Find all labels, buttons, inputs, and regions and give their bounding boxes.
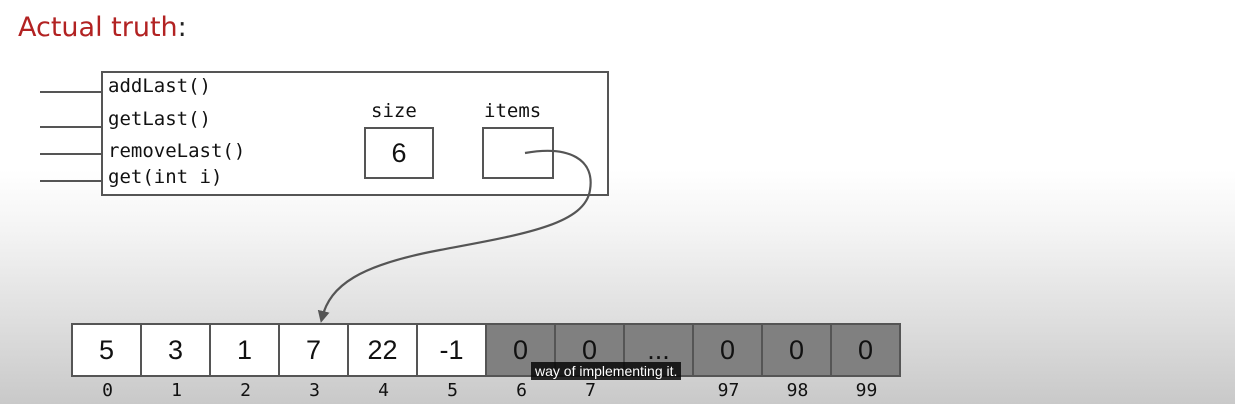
items-box — [482, 127, 554, 179]
array-cell: 7 — [280, 325, 349, 375]
method-getlast: getLast() — [108, 108, 211, 130]
size-label: size — [371, 100, 417, 122]
method-get: get(int i) — [108, 166, 223, 188]
array-index: 4 — [378, 380, 389, 401]
array-index: 98 — [786, 380, 809, 401]
array-index: 1 — [171, 380, 182, 401]
array-index: 3 — [309, 380, 320, 401]
array-index: 2 — [240, 380, 251, 401]
slide-title-colon: : — [177, 12, 187, 43]
array-index: 7 — [585, 380, 596, 401]
array-index: 99 — [855, 380, 878, 401]
size-box: 6 — [364, 127, 434, 179]
backing-array: 5 3 1 7 22 -1 0 0 ... 0 0 0 — [71, 323, 901, 377]
array-index: 5 — [447, 380, 458, 401]
method-pointer-line — [40, 126, 102, 128]
array-cell-unused: 0 — [694, 325, 763, 375]
array-cell: 1 — [211, 325, 280, 375]
array-cell-unused: 0 — [832, 325, 901, 375]
array-index: 6 — [516, 380, 527, 401]
slide-title: Actual truth: — [18, 12, 187, 43]
array-cell: 3 — [142, 325, 211, 375]
method-pointer-line — [40, 180, 102, 182]
array-index: 0 — [102, 380, 113, 401]
array-index: 97 — [717, 380, 740, 401]
video-caption: way of implementing it. — [531, 362, 682, 380]
method-addlast: addLast() — [108, 75, 211, 97]
method-removelast: removeLast() — [108, 140, 246, 162]
method-pointer-line — [40, 153, 102, 155]
array-cell-unused: 0 — [763, 325, 832, 375]
array-cell: 22 — [349, 325, 418, 375]
array-cell: -1 — [418, 325, 487, 375]
slide-title-text: Actual truth — [18, 12, 178, 43]
items-label: items — [484, 100, 542, 122]
method-pointer-line — [40, 91, 102, 93]
array-cell: 5 — [73, 325, 142, 375]
array-cell-unused: 0 — [487, 325, 556, 375]
